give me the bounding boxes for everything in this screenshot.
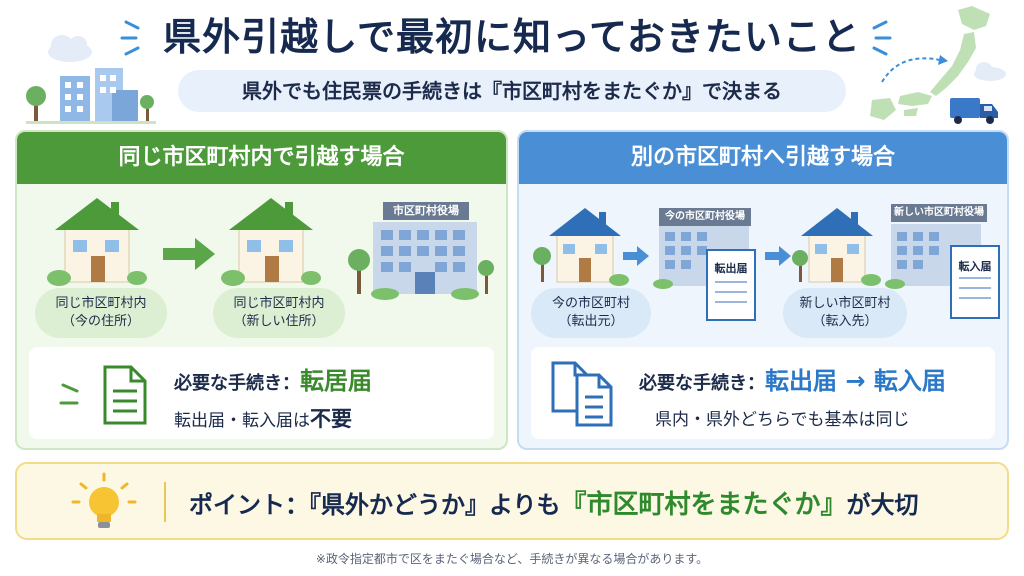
footnote: ※政令指定都市で区をまたぐ場合など、手続きが異なる場合があります。 xyxy=(315,552,709,566)
same-required-prefix: 必要な手続き： xyxy=(174,373,300,394)
route-arrow-head-icon xyxy=(938,55,948,65)
sparkle-right-icon xyxy=(872,20,892,56)
key-point-suffix: が大切 xyxy=(846,491,919,519)
arrow-right-icon xyxy=(623,246,649,266)
current-municipality-line1: 今の市区町村 xyxy=(551,296,630,311)
different-municipality-requirement-box: 必要な手続き：転出届 → 転入届 県内・県外どちらでも基本は同じ xyxy=(531,347,995,439)
cloud-icon xyxy=(974,62,1006,81)
documents-icon xyxy=(551,361,613,427)
same-note-value: 不要 xyxy=(310,407,352,431)
key-point-text: ポイント：『県外かどうか』よりも『市区町村をまたぐか』が大切 xyxy=(189,484,919,521)
arrow-right-icon xyxy=(163,238,215,270)
same-note-line: 転出届・転入届は不要 xyxy=(174,403,352,433)
current-municipality-label: 今の市区町村 （転出元） xyxy=(531,288,651,338)
current-house-icon xyxy=(533,208,629,286)
same-municipality-illustration xyxy=(47,198,494,300)
new-house-icon xyxy=(792,208,881,286)
new-address-line1: 同じ市区町村内 xyxy=(233,296,325,311)
subtitle-pill: 県外でも住民票の手続きは『市区町村をまたぐか』で決まる xyxy=(178,70,846,112)
different-municipality-panel: 別の市区町村へ引越す場合 xyxy=(517,130,1009,450)
different-required-prefix: 必要な手続き： xyxy=(639,373,765,394)
new-municipality-label: 新しい市区町村 （転入先） xyxy=(783,288,907,338)
same-municipality-requirement-box: 必要な手続き：転居届 転出届・転入届は不要 xyxy=(29,347,494,439)
new-municipality-line1: 新しい市区町村 xyxy=(799,296,891,311)
same-note-prefix: 転出届・転入届は xyxy=(174,411,310,431)
same-required-value: 転居届 xyxy=(300,367,372,395)
move-out-form-icon xyxy=(706,249,756,321)
old-office-label: 今の市区町村役場 xyxy=(659,208,751,226)
move-in-form-icon xyxy=(950,245,1000,319)
current-municipality-line2: （転出元） xyxy=(558,314,624,329)
key-point-bar: ポイント：『県外かどうか』よりも『市区町村をまたぐか』が大切 xyxy=(15,462,1009,540)
different-note: 県内・県外どちらでも基本は同じ xyxy=(655,410,910,430)
point-divider xyxy=(164,482,166,522)
current-address-line1: 同じ市区町村内 xyxy=(55,296,147,311)
route-arrow-icon xyxy=(881,57,941,83)
different-municipality-heading: 別の市区町村へ引越す場合 xyxy=(519,132,1007,184)
moving-truck-icon xyxy=(950,98,998,124)
current-house-icon xyxy=(47,198,147,286)
new-address-label: 同じ市区町村内 （新しい住所） xyxy=(213,288,345,338)
different-required-value: 転出届 → 転入届 xyxy=(765,367,946,395)
current-address-label: 同じ市区町村内 （今の住所） xyxy=(35,288,167,338)
city-buildings-icon xyxy=(26,68,156,124)
lightbulb-icon xyxy=(71,472,137,528)
new-house-icon xyxy=(221,198,321,286)
city-office-building-icon xyxy=(348,222,494,300)
current-address-line2: （今の住所） xyxy=(61,314,140,329)
key-point-prefix: ポイント：『県外かどうか』よりも xyxy=(189,491,561,519)
page-title: 県外引越しで最初に知っておきたいこと xyxy=(163,15,861,59)
same-municipality-heading: 同じ市区町村内で引越す場合 xyxy=(17,132,506,184)
sparkle-left-icon xyxy=(120,20,140,56)
new-office-label: 新しい市区町村役場 xyxy=(891,204,987,222)
arrow-right-icon xyxy=(765,246,791,266)
document-icon xyxy=(59,365,147,425)
different-required-line: 必要な手続き：転出届 → 転入届 xyxy=(639,361,946,396)
key-point-highlight: 『市区町村をまたぐか』 xyxy=(560,490,847,520)
move-in-form-label: 転入届 xyxy=(958,260,992,273)
city-office-label: 市区町村役場 xyxy=(383,202,469,220)
move-out-form-label: 転出届 xyxy=(714,262,748,275)
new-address-line2: （新しい住所） xyxy=(233,314,325,329)
new-municipality-line2: （転入先） xyxy=(812,314,878,329)
same-required-line: 必要な手続き：転居届 xyxy=(174,361,372,396)
japan-map-icon xyxy=(870,6,990,120)
same-municipality-panel: 同じ市区町村内で引越す場合 xyxy=(15,130,508,450)
header-decorations xyxy=(26,6,1006,124)
cloud-icon xyxy=(48,35,92,62)
different-municipality-illustration xyxy=(533,208,1000,321)
